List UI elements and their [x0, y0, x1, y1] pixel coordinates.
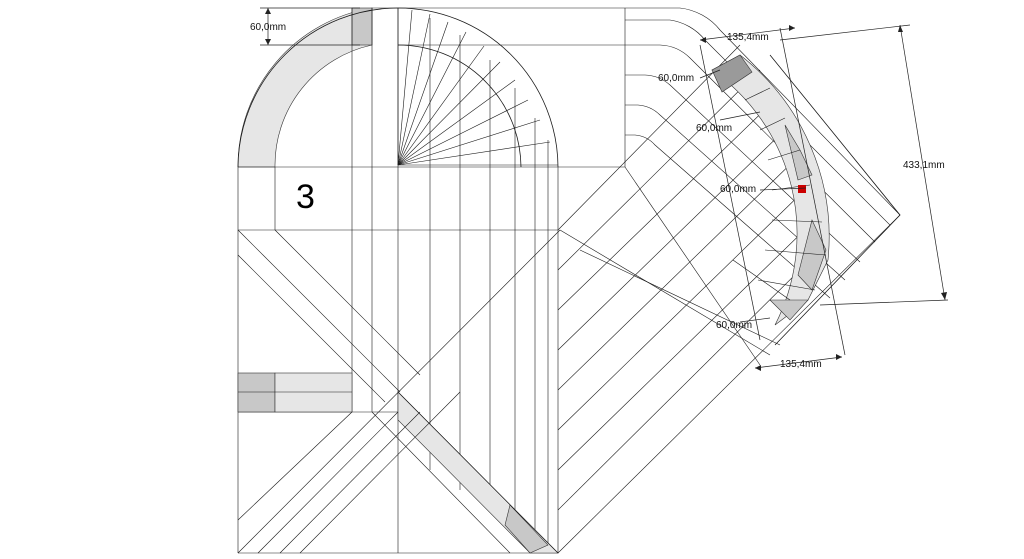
diag [371, 411, 511, 554]
diag [237, 229, 401, 393]
diag [397, 391, 559, 554]
diagonal-strip-dark [504, 504, 549, 554]
dim-width-top: 135,4mm [727, 32, 769, 43]
diag [237, 229, 561, 554]
curved-band-dark-top [711, 54, 753, 93]
dim-thickness-3: 60,0mm [720, 184, 756, 195]
curved-band-shade [784, 124, 813, 181]
dim-thickness-1: 60,0mm [658, 73, 694, 84]
outer-arc-right [397, 7, 559, 168]
diag [237, 411, 353, 521]
curved-band-shade [797, 219, 827, 291]
curved-band [711, 54, 830, 326]
curved-band-shade [769, 299, 809, 321]
outer-arc [237, 7, 399, 168]
guide [732, 259, 791, 301]
inner-arc-right [397, 44, 522, 168]
sheet-number: 3 [296, 178, 315, 216]
dimensions [260, 7, 949, 371]
diag [257, 411, 399, 554]
diag [237, 254, 386, 403]
diag [299, 391, 461, 554]
red-marker [798, 185, 806, 193]
dim-thickness-4: 60,0mm [716, 320, 752, 331]
fan-lines [397, 8, 558, 166]
diag [274, 229, 421, 376]
right-curved-element [711, 54, 901, 346]
projection-lines [557, 7, 901, 554]
outer-outline [769, 54, 901, 346]
dim-top-left-thickness: 60,0mm [250, 22, 286, 33]
dim-width-bottom: 135,4mm [780, 359, 822, 370]
diag [279, 411, 421, 554]
left-dark-block [237, 372, 276, 413]
left-light-block [274, 372, 353, 413]
left-view [237, 7, 625, 554]
dim-thickness-2: 60,0mm [696, 123, 732, 134]
dim-height-total: 433,1mm [903, 160, 945, 171]
